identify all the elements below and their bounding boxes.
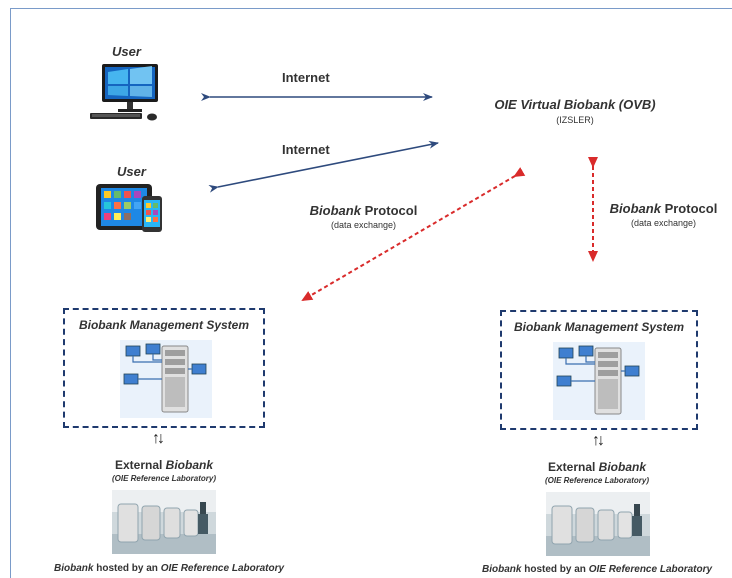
ref-lab-right: (OIE Reference Laboratory) xyxy=(544,476,650,485)
updown-arrows-right-icon: ↑↓ xyxy=(592,432,605,449)
protocol-right-italic: Biobank xyxy=(609,201,661,216)
ext-prefix-right: External xyxy=(547,460,599,474)
protocol-right-sub: (data exchange) xyxy=(630,218,697,228)
protocol-left-italic: Biobank xyxy=(309,203,361,218)
updown-arrows-left-icon: ↑↓ xyxy=(152,430,165,447)
bms-title-left: Biobank Management System xyxy=(78,318,250,332)
user-label-tablet: User xyxy=(117,164,146,179)
frame-left-border xyxy=(10,8,11,578)
ovb-title: OIE Virtual Biobank (OVB) xyxy=(494,97,656,112)
external-biobank-right: External Biobank xyxy=(502,460,692,474)
hosted-italic2-right: OIE Reference Laboratory xyxy=(588,564,713,575)
hosted-italic-right: Biobank xyxy=(482,564,522,575)
internet-label-top: Internet xyxy=(282,70,330,85)
hosted-mid-left: hosted by an xyxy=(93,563,161,574)
protocol-left-rest: Protocol xyxy=(360,203,418,218)
lab-photo-left xyxy=(112,490,216,554)
protocol-label-right: Biobank Protocol xyxy=(596,201,731,216)
ref-lab-left: (OIE Reference Laboratory) xyxy=(111,474,217,483)
bms-box-left: Biobank Management System xyxy=(63,308,265,428)
ext-italic-left: Biobank xyxy=(165,458,214,472)
server-network-icon-left xyxy=(120,340,212,418)
bms-title-right: Biobank Management System xyxy=(513,320,685,334)
protocol-right-rest: Protocol xyxy=(660,201,718,216)
desktop-computer-icon xyxy=(90,64,158,121)
frame-top-border xyxy=(10,8,732,9)
internet-arrow-bottom xyxy=(208,140,439,193)
protocol-left-sub: (data exchange) xyxy=(330,220,397,230)
user-label-desktop: User xyxy=(112,44,141,59)
hosted-caption-right: Biobank hosted by an OIE Reference Labor… xyxy=(482,564,712,575)
server-network-icon-right xyxy=(553,342,645,420)
hosted-caption-left: Biobank hosted by an OIE Reference Labor… xyxy=(54,563,284,574)
ext-prefix-left: External xyxy=(114,458,166,472)
ext-italic-right: Biobank xyxy=(598,460,647,474)
ovb-subtitle: (IZSLER) xyxy=(556,115,594,125)
hosted-italic-left: Biobank xyxy=(54,563,94,574)
lab-photo-right xyxy=(546,492,650,556)
bms-box-right: Biobank Management System xyxy=(500,310,698,430)
external-biobank-left: External Biobank xyxy=(70,458,258,472)
protocol-label-left: Biobank Protocol xyxy=(296,203,431,218)
tablet-phone-icon xyxy=(96,184,162,232)
hosted-mid-right: hosted by an xyxy=(521,564,589,575)
hosted-italic2-left: OIE Reference Laboratory xyxy=(160,563,285,574)
protocol-arrow-left xyxy=(301,167,526,302)
internet-label-bottom: Internet xyxy=(282,142,330,157)
